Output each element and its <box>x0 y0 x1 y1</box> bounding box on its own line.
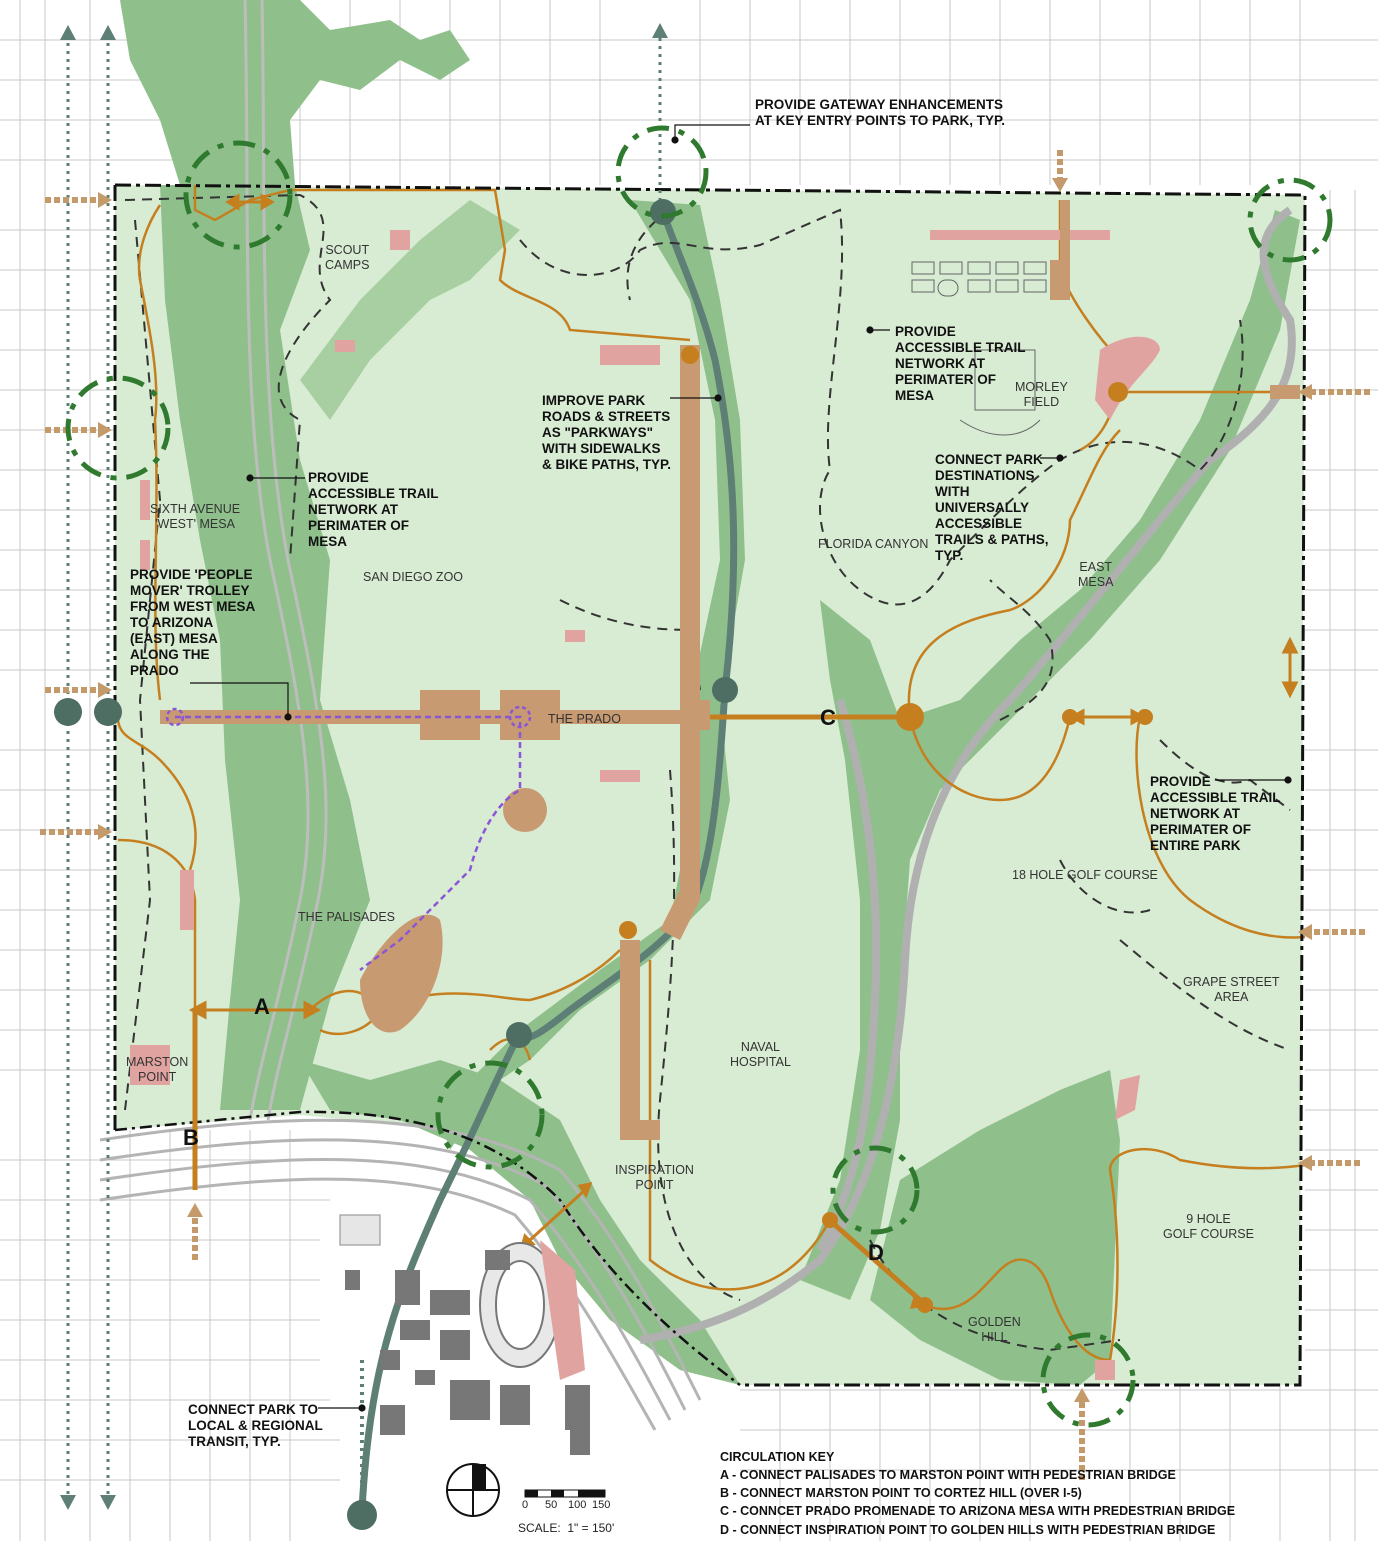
label-san-diego-zoo: SAN DIEGO ZOO <box>363 570 464 584</box>
label-grape-street: GRAPE STREET AREA <box>1183 975 1280 1004</box>
trolley-stop-prado <box>508 705 532 729</box>
gateway-circles <box>65 125 1333 1428</box>
label-florida-canyon: FLORIDA CANYON <box>818 537 929 551</box>
label-the-prado: THE PRADO <box>548 712 621 726</box>
north-canyon <box>120 0 470 185</box>
callout-transit: CONNECT PARK TO LOCAL & REGIONAL TRANSIT… <box>188 1402 323 1449</box>
label-the-palisades: THE PALISADES <box>298 910 396 924</box>
bridge-label-d: D <box>868 1240 884 1265</box>
label-sixth-avenue: SIXTH AVENUE 'WEST' MESA <box>150 502 241 531</box>
label-scout-camps: SCOUT CAMPS <box>325 243 370 272</box>
callout-gateway: PROVIDE GATEWAY ENHANCEMENTS AT KEY ENTR… <box>755 97 1006 128</box>
callout-trolley: PROVIDE 'PEOPLE MOVER' TROLLEY FROM WEST… <box>130 567 256 678</box>
circulation-key-title: CIRCULATION KEY <box>720 1450 835 1464</box>
perimeter-trails <box>124 193 1291 1352</box>
label-morley-field: MORLEY FIELD <box>1015 380 1068 409</box>
label-naval-hospital: NAVAL HOSPITAL <box>730 1040 791 1069</box>
florida-canyon-green <box>800 210 1300 1300</box>
golf-course-drive <box>639 206 1296 1344</box>
entry-arrows <box>40 150 1370 1480</box>
callout-parkways: IMPROVE PARK ROADS & STREETS AS "PARKWAY… <box>542 393 672 472</box>
label-golden-hill: GOLDEN HILL <box>968 1315 1021 1344</box>
bridge-arrows <box>188 193 1299 1309</box>
scale-tick: 150 <box>592 1499 611 1511</box>
callout-trail-entire: PROVIDE ACCESSIBLE TRAIL NETWORK AT PERI… <box>1150 774 1281 853</box>
label-golf-18: 18 HOLE GOLF COURSE <box>1012 868 1158 882</box>
label-east-mesa: EAST MESA <box>1078 560 1114 589</box>
label-marston-point: MARSTON POINT <box>126 1055 189 1084</box>
central-canyon <box>440 200 745 1150</box>
circulation-key-item: B - CONNECT MARSTON POINT TO CORTEZ HILL… <box>720 1486 1082 1501</box>
circulation-key: CIRCULATION KEY A - CONNECT PALISADES TO… <box>720 1448 1235 1539</box>
scale-tick: 0 <box>522 1499 529 1511</box>
bridge-label-b: B <box>183 1125 199 1150</box>
callout-trail-west: PROVIDE ACCESSIBLE TRAIL NETWORK AT PERI… <box>308 470 439 549</box>
label-golf-9: 9 HOLE GOLF COURSE <box>1163 1212 1254 1241</box>
north-arrow <box>446 1463 500 1517</box>
bridge-connections <box>192 714 922 1302</box>
scale-label: SCALE: 1" = 150' <box>518 1521 615 1535</box>
florida-drive <box>816 698 881 1252</box>
trolley-stop-west <box>165 707 185 727</box>
morley-field-courts <box>911 261 1047 436</box>
scale-bar <box>524 1489 606 1498</box>
scale-tick: 100 <box>568 1499 587 1511</box>
callout-trail-east: PROVIDE ACCESSIBLE TRAIL NETWORK AT PERI… <box>895 324 1026 403</box>
prado-plazas <box>160 200 1300 1140</box>
callout-connect-destinations: CONNECT PARK DESTINATIONS WITH UNIVERSAL… <box>935 452 1049 563</box>
circulation-key-item: C - CONNCET PRADO PROMENADE TO ARIZONA M… <box>720 1504 1236 1519</box>
park-boulevard <box>358 210 738 1511</box>
callout-leaders <box>190 124 1292 1412</box>
trolley-route <box>175 715 522 971</box>
scale-tick: 50 <box>545 1499 558 1511</box>
circulation-key-item: A - CONNECT PALISADES TO MARSTON POINT W… <box>720 1468 1176 1483</box>
label-inspiration-point: INSPIRATION POINT <box>615 1163 694 1192</box>
freeway-i5-north <box>243 0 328 1121</box>
bridge-label-a: A <box>254 994 270 1019</box>
circulation-key-item: D - CONNECT INSPIRATION POINT TO GOLDEN … <box>720 1522 1216 1537</box>
bridge-label-c: C <box>820 705 836 730</box>
park-boundary-south <box>114 1110 741 1386</box>
transit-nodes <box>54 199 738 1530</box>
zoo-hill-green <box>300 200 520 420</box>
west-canyon <box>160 185 370 1110</box>
transit-arrowheads <box>60 23 668 1510</box>
park-boundary <box>114 183 1307 1387</box>
south-urban-blocks <box>339 1214 590 1455</box>
